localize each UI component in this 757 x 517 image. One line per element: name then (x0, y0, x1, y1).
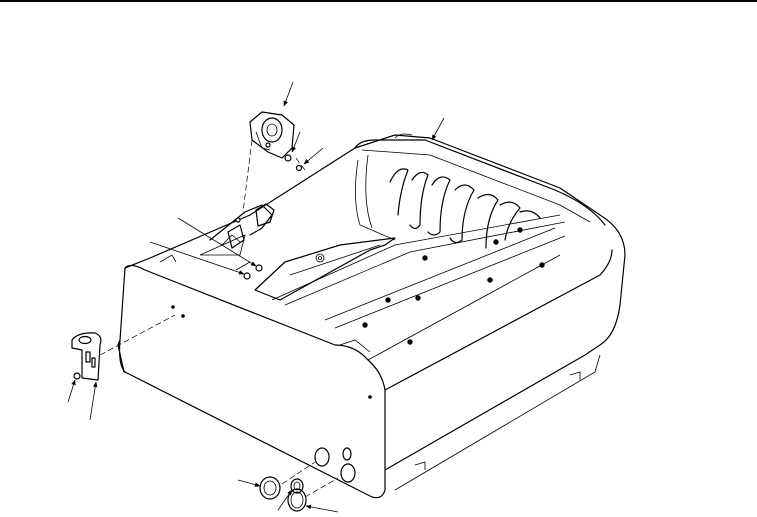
housing-body (117, 133, 626, 499)
leader-arrows (67, 81, 445, 513)
page-top-rule (0, 0, 757, 2)
grommet-parts (259, 461, 339, 512)
bracket-part (71, 314, 176, 381)
front-face-ports (171, 305, 372, 483)
top-assembly-part (242, 111, 306, 213)
